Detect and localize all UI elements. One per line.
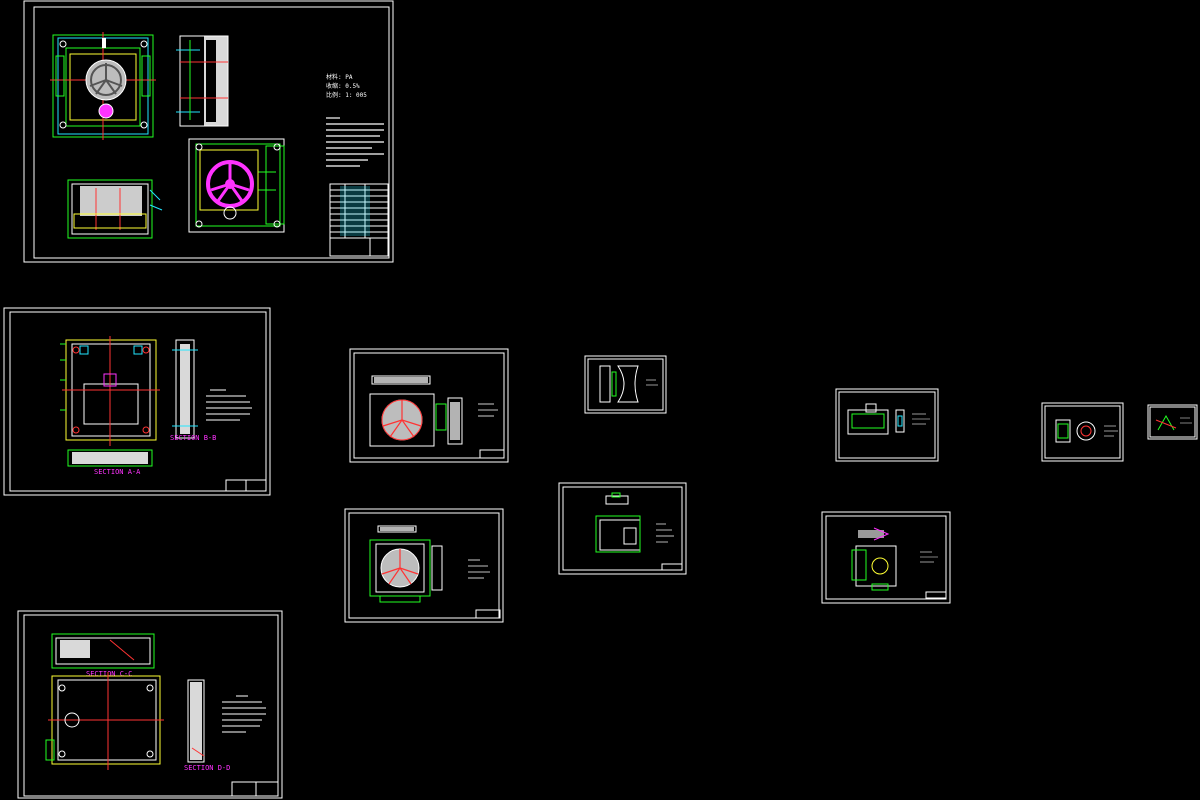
sheet-plate-a[interactable]: SECTION A-A SECTION B-B — [3, 307, 271, 496]
sheet-part-detail-4[interactable] — [1147, 404, 1198, 440]
plate-b-section-c: SECTION C-C — [51, 633, 155, 678]
assembly-side-section — [176, 35, 229, 127]
sheet-cavity-insert-1[interactable] — [349, 348, 509, 463]
sheet-part-detail-1[interactable] — [835, 388, 939, 462]
plate-a-notes — [206, 389, 252, 421]
svg-text:SECTION C-C: SECTION C-C — [86, 670, 132, 678]
plate-a-title-block — [225, 479, 267, 492]
svg-text:SECTION B-B: SECTION B-B — [170, 434, 216, 442]
plate-b-title-block — [231, 781, 279, 797]
assembly-front-section — [67, 179, 163, 239]
plate-b-plan-view — [45, 672, 164, 770]
svg-text:比例: 1: 005: 比例: 1: 005 — [326, 91, 367, 99]
assembly-technical-notes — [326, 117, 384, 167]
assembly-moving-half-plan — [188, 138, 285, 233]
svg-text:材料: PA: 材料: PA — [326, 73, 353, 81]
assembly-parts-list — [329, 183, 389, 257]
sheet-part-detail-3[interactable] — [1041, 402, 1124, 462]
plate-a-section-a: SECTION A-A — [67, 449, 153, 476]
plate-a-plan-view — [60, 336, 160, 446]
sheet-part-detail-2[interactable] — [821, 511, 951, 604]
sheet-cavity-insert-2[interactable] — [344, 508, 504, 623]
sheet-plate-b[interactable]: SECTION C-C SECTION D-D — [17, 610, 283, 799]
assembly-plan-view — [50, 32, 156, 140]
plate-b-notes — [222, 695, 266, 733]
plate-b-section-d: SECTION D-D — [184, 679, 230, 772]
svg-text:收缩: 0.5%: 收缩: 0.5% — [326, 82, 360, 90]
svg-text:SECTION D-D: SECTION D-D — [184, 764, 230, 772]
assembly-header-text: 材料: PA 收缩: 0.5% 比例: 1: 005 — [326, 73, 367, 99]
sheet-slider-block[interactable] — [558, 482, 687, 575]
plate-a-section-b: SECTION B-B — [170, 339, 216, 442]
sheet-assembly[interactable]: 材料: PA 收缩: 0.5% 比例: 1: 005 — [23, 0, 394, 263]
sheet-slider-small[interactable] — [584, 355, 667, 414]
svg-text:SECTION A-A: SECTION A-A — [94, 468, 141, 476]
